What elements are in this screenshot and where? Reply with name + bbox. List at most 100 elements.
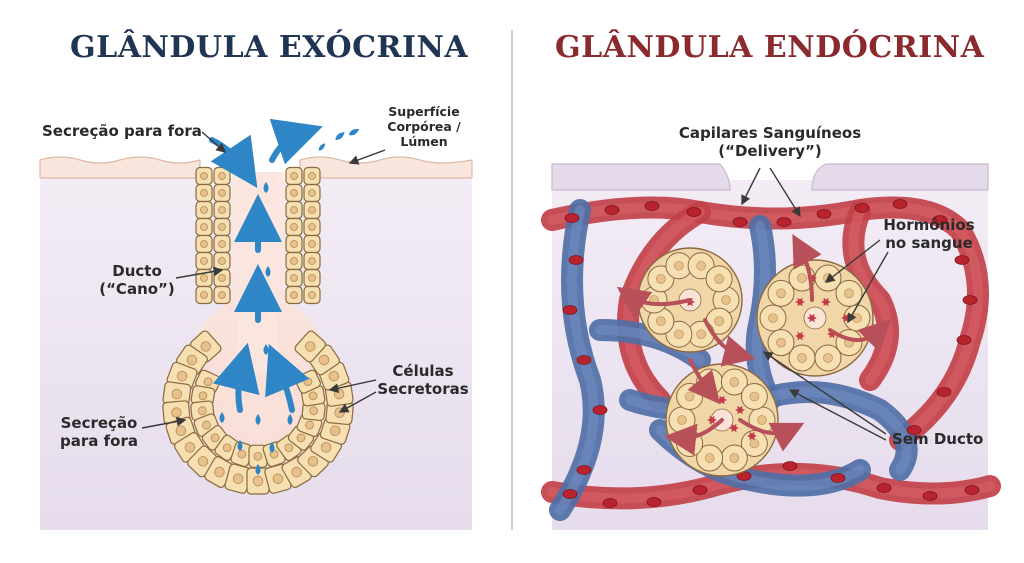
cell-nucleus [308, 206, 316, 214]
cell-nucleus [305, 420, 314, 430]
red-blood-cell [562, 489, 578, 499]
secretory-cell [195, 234, 213, 254]
hormone-particles [616, 233, 892, 456]
secretory-cell [303, 251, 321, 271]
exocrine-skin-layer [39, 156, 473, 179]
secretory-cell [303, 183, 321, 203]
cell-nucleus [308, 223, 316, 231]
hormone-particle [795, 331, 805, 341]
cell-nucleus [684, 438, 695, 449]
cell-nucleus [704, 453, 715, 463]
red-blood-cell [776, 217, 792, 227]
hormone-flow-arrow [738, 418, 805, 452]
cell-nucleus [308, 172, 316, 180]
red-blood-cell [906, 425, 922, 435]
cell-nucleus [677, 415, 687, 425]
secretory-cell [195, 200, 213, 220]
cell-nucleus [197, 456, 209, 467]
red-blood-cell [692, 485, 708, 495]
cell-nucleus [656, 274, 666, 284]
capillary-lumen [848, 207, 893, 385]
cell-nucleus [237, 449, 247, 459]
secretory-cell [213, 285, 231, 305]
hormone-particle [841, 313, 851, 323]
secretory-cell [285, 251, 303, 271]
label-no-duct: Sem Ducto [892, 430, 984, 448]
cell-nucleus [290, 274, 298, 282]
red-blood-cell [602, 498, 618, 508]
hormone-flow-arrow [687, 358, 721, 405]
panel-divider [511, 30, 513, 530]
cell-nucleus [757, 415, 767, 425]
cell-nucleus [308, 240, 316, 248]
secretory-cell [213, 268, 231, 288]
hormone-flow-arrow [792, 233, 822, 302]
cell-nucleus [823, 353, 833, 363]
cell-nucleus [198, 391, 208, 401]
red-blood-cell [830, 473, 846, 483]
secretory-cell [195, 166, 213, 186]
cell-nucleus [844, 288, 854, 299]
cell-nucleus [684, 391, 695, 402]
label-secretory-cells-line1: Células [392, 362, 454, 380]
capillary-lumen [547, 202, 983, 445]
red-blood-cell [568, 255, 584, 265]
cell-nucleus [290, 240, 298, 248]
red-blood-cell [854, 203, 870, 213]
cell-nucleus [218, 172, 226, 180]
cell-nucleus [749, 391, 760, 402]
label-hormones-line2: no sangue [885, 234, 973, 252]
red-blood-cell [932, 215, 948, 225]
red-blood-cell [646, 497, 662, 507]
cell-nucleus [674, 260, 684, 271]
cell-nucleus [797, 353, 807, 363]
red-blood-cell [964, 485, 980, 495]
hormone-flow-arrow [828, 318, 892, 353]
secretory-cell [213, 217, 231, 237]
up-arrow [265, 343, 310, 413]
label-body-surface: Superfície Corpórea / Lúmen [374, 104, 474, 149]
secretion-droplet [255, 464, 261, 475]
hormone-flow-arrow [664, 418, 724, 456]
red-blood-cell [954, 255, 970, 265]
secretory-cell [213, 234, 231, 254]
red-blood-cells [562, 199, 980, 508]
cell-nucleus [308, 189, 316, 197]
hormone-particle [729, 423, 739, 433]
cell-nucleus [714, 316, 724, 326]
red-blood-cell [592, 405, 608, 415]
cell-nucleus [721, 295, 731, 305]
cell-nucleus [171, 407, 182, 418]
hormone-particle [707, 415, 717, 425]
secretory-cell [303, 166, 321, 186]
secretory-cell [285, 200, 303, 220]
cell-nucleus [232, 473, 244, 484]
cell-nucleus [218, 223, 226, 231]
cell-nucleus [308, 257, 316, 265]
secretory-cell [213, 166, 231, 186]
cell-nucleus [253, 451, 263, 461]
hormone-particle [747, 431, 757, 441]
cell-nucleus [749, 438, 760, 449]
red-blood-cell [562, 305, 578, 315]
duct-lumen [238, 172, 278, 372]
cell-nucleus [218, 189, 226, 197]
label-secretion-out-bottom-line2: para fora [60, 432, 138, 450]
endocrine-leader-lines [741, 167, 889, 441]
secretory-cell [303, 234, 321, 254]
cell-nucleus [290, 291, 298, 299]
secretory-cell [213, 200, 231, 220]
secretion-droplet [237, 440, 243, 451]
cell-nucleus [218, 206, 226, 214]
secretory-cell [230, 441, 254, 467]
cell-nucleus [218, 291, 226, 299]
red-blood-cell [962, 295, 978, 305]
cell-nucleus [714, 274, 724, 284]
exocrine-leader-lines [141, 131, 386, 429]
cell-nucleus [214, 466, 225, 478]
red-blood-cell [936, 387, 952, 397]
secretory-cell [303, 217, 321, 237]
cell-nucleus [222, 443, 232, 453]
cell-nucleus [290, 172, 298, 180]
